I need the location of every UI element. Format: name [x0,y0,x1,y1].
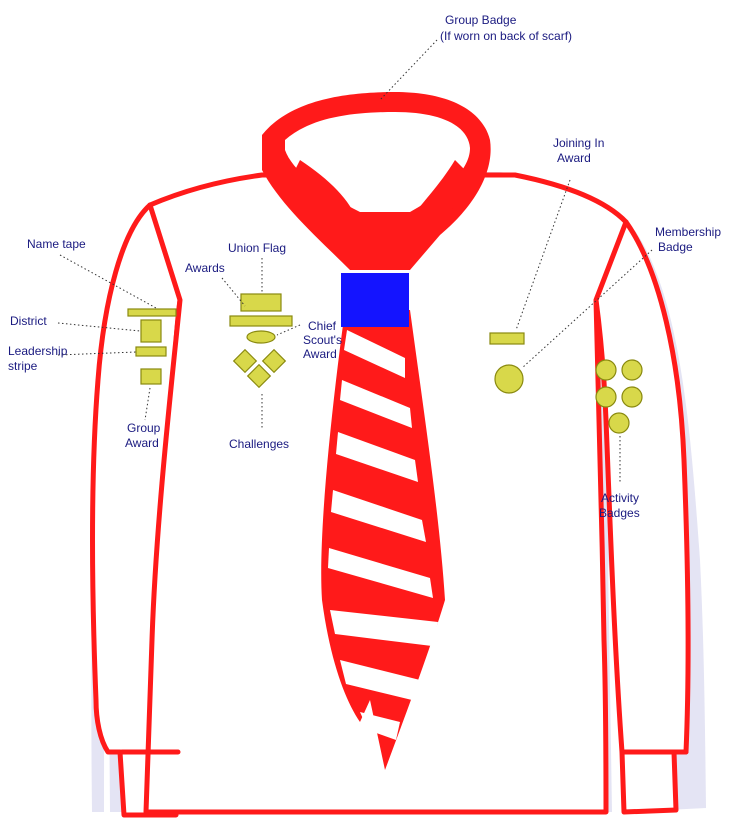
activity-badge-4 [622,387,642,407]
label-line: Group Badge [445,13,517,27]
label-name-tape: Name tape [27,237,86,251]
label-group-badge: Group Badge (If worn on back of scarf) [440,13,572,43]
label-line: Badges [599,506,640,520]
label-line: Scout's [303,333,342,347]
chief-scouts-award-badge [247,331,275,343]
label-line: (If worn on back of scarf) [440,29,572,43]
label-line: Name tape [27,237,86,251]
label-district: District [10,314,47,328]
label-membership-badge: Membership Badge [655,225,724,254]
label-line: Badge [658,240,693,254]
label-line: Membership [655,225,721,239]
label-line: Award [125,436,159,450]
label-line: Award [303,347,337,361]
membership-badge [495,365,523,393]
label-line: Award [557,151,591,165]
leadership-stripe-badge [136,347,166,356]
label-line: District [10,314,47,328]
label-joining-in-award: Joining In Award [553,136,608,165]
activity-badge-5 [609,413,629,433]
label-line: Chief [308,319,337,333]
label-line: Activity [601,491,639,505]
label-group-award: Group Award [125,421,164,450]
woggle [341,273,409,327]
activity-badge-1 [596,360,616,380]
group-award-badge [141,369,161,384]
union-flag-badge [241,294,281,311]
label-line: Joining In [553,136,604,150]
joining-in-award-badge [490,333,524,344]
label-line: Leadership [8,344,68,358]
label-leadership-stripe: Leadership stripe [8,344,71,373]
label-line: Awards [185,261,225,275]
label-activity-badges: Activity Badges [599,491,642,520]
label-line: Union Flag [228,241,286,255]
label-challenges: Challenges [229,437,289,451]
label-line: stripe [8,359,38,373]
label-awards: Awards [185,261,225,275]
awards-bar-badge [230,316,292,326]
activity-badge-3 [596,387,616,407]
label-line: Challenges [229,437,289,451]
district-badge [141,320,161,342]
label-line: Group [127,421,161,435]
name-tape-badge [128,309,176,316]
activity-badge-2 [622,360,642,380]
label-union-flag: Union Flag [228,241,286,255]
